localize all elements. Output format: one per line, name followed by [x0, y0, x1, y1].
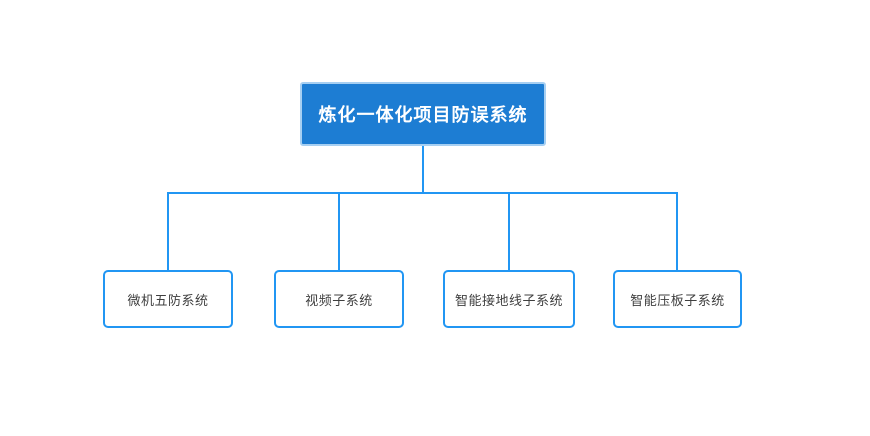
child-node-label: 智能压板子系统: [630, 292, 725, 308]
child-node-video[interactable]: 视频子系统: [274, 270, 404, 328]
child-node-wjwf[interactable]: 微机五防系统: [103, 270, 233, 328]
child-node-label: 微机五防系统: [127, 292, 209, 308]
child-node-label: 视频子系统: [305, 292, 373, 308]
tree-connector-path: [167, 145, 678, 271]
root-node[interactable]: 炼化一体化项目防误系统: [300, 82, 546, 146]
child-node-grounding[interactable]: 智能接地线子系统: [443, 270, 575, 328]
child-node-plate[interactable]: 智能压板子系统: [613, 270, 742, 328]
root-node-label: 炼化一体化项目防误系统: [318, 105, 528, 125]
child-node-label: 智能接地线子系统: [454, 292, 563, 308]
